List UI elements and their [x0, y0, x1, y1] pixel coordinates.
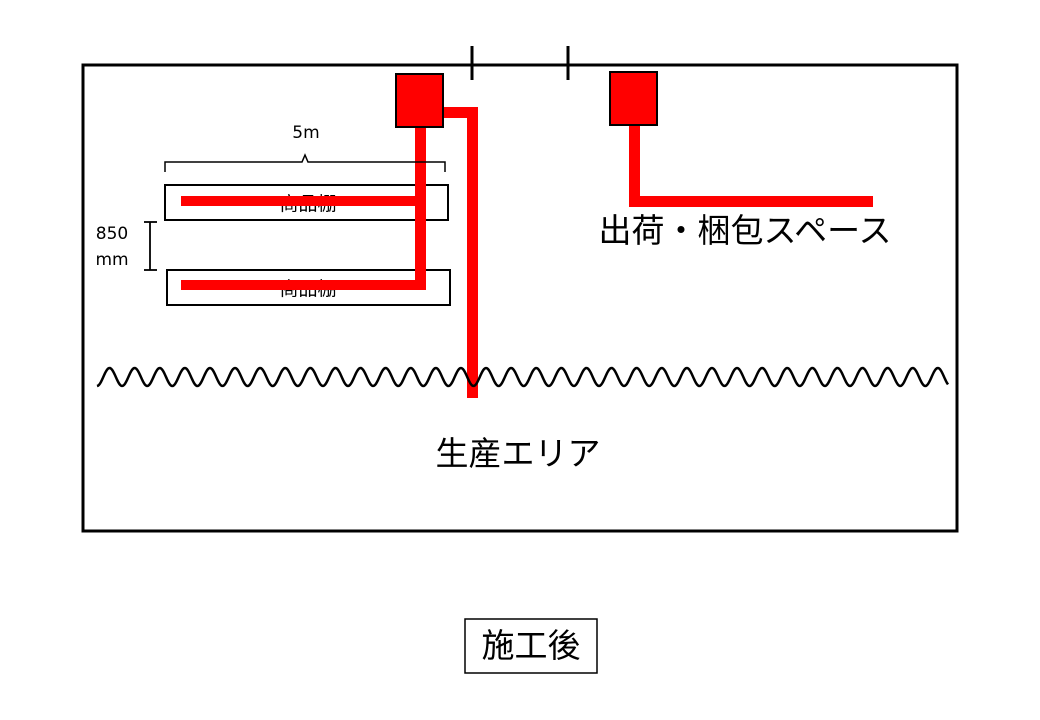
- shelf-gap-unit: mm: [95, 250, 128, 270]
- duct-shelf-2-branch: [181, 280, 426, 290]
- production-area-label: 生産エリア: [436, 434, 601, 473]
- shipping-area-label: 出荷・梱包スペース: [598, 211, 891, 250]
- shelf-length-label: 5m: [292, 123, 319, 143]
- duct-left-vertical: [415, 127, 426, 289]
- duct-right-horizontal: [629, 196, 873, 207]
- shelf-gap-value: 850: [96, 224, 128, 244]
- duct-right-system: [629, 124, 873, 207]
- duct-production-vertical: [467, 107, 478, 398]
- shelf-length-brace: [164, 153, 446, 172]
- area-divider-wave: [96, 366, 950, 388]
- caption-box: [464, 618, 598, 674]
- building-outline: [81, 63, 959, 533]
- duct-shelf-1-branch: [181, 196, 426, 206]
- duct-left-system: [181, 107, 478, 398]
- caption-label: 施工後: [482, 626, 581, 665]
- shelf-gap-bracket: [144, 221, 157, 271]
- duct-horizontal-to-production: [442, 107, 478, 118]
- duct-right-vertical: [629, 124, 640, 207]
- air-unit-left: [395, 73, 444, 128]
- air-unit-right: [609, 71, 658, 126]
